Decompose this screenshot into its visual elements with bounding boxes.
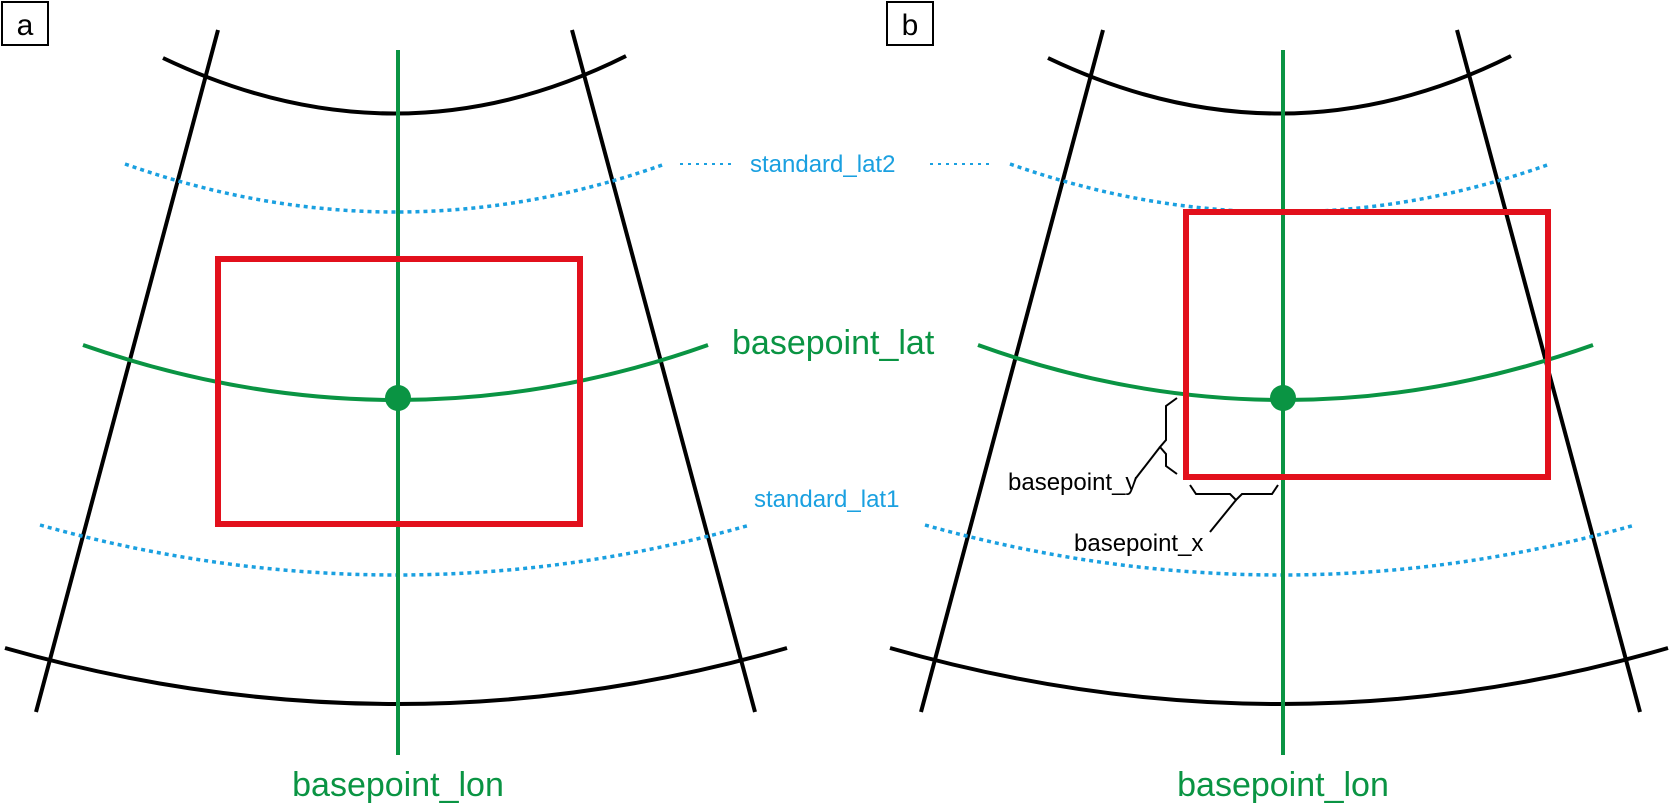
panel-a-parallel-top xyxy=(162,54,627,116)
panel-b-tag: b xyxy=(902,9,919,42)
panel-b-basepoint-x-leader xyxy=(1209,499,1237,533)
panel-a-standard-lat2-line xyxy=(124,162,666,214)
panel-b-basepoint-x-bracket xyxy=(1189,484,1279,502)
panel-b-standard-lat1-line xyxy=(924,523,1636,577)
panel-b-basepoint-y-leader xyxy=(1135,446,1161,479)
panel-b-standard-lat2-line xyxy=(1009,162,1551,214)
panel-b-basepoint-y-bracket xyxy=(1158,397,1178,475)
panel-b: b basepoint_y basepoint_x basepoint_lon xyxy=(886,1,1669,804)
panel-a-standard-lat1-line xyxy=(39,523,751,577)
panel-a-basepoint-lat-label: basepoint_lat xyxy=(732,324,935,362)
panel-b-basepoint-y-label: basepoint_y xyxy=(1008,469,1137,496)
panel-a-meridian-right xyxy=(570,29,757,713)
panel-a: a standard_lat2 basepoint_lat standard_l… xyxy=(1,1,935,804)
panel-a-meridian-left xyxy=(34,29,220,713)
panel-b-parallel-top xyxy=(1047,54,1512,116)
panel-b-domain-box xyxy=(1183,209,1551,480)
panel-b-tag-box xyxy=(886,1,934,46)
panel-b-meridian-left xyxy=(919,29,1105,713)
panel-a-domain-box xyxy=(215,256,583,527)
panel-a-basepoint-lon-label: basepoint_lon xyxy=(292,766,504,804)
panel-a-standard-lat1-label: standard_lat1 xyxy=(754,486,899,513)
panel-b-basepoint-dot xyxy=(1270,385,1296,411)
panel-a-tag-box xyxy=(1,1,49,46)
panel-a-standard-lat2-label: standard_lat2 xyxy=(750,151,895,178)
panel-a-tag: a xyxy=(17,9,34,42)
panel-b-basepoint-x-label: basepoint_x xyxy=(1074,530,1203,557)
panel-a-basepoint-dot xyxy=(385,385,411,411)
panel-b-basepoint-lon-label: basepoint_lon xyxy=(1177,766,1389,804)
panel-b-parallel-bottom xyxy=(889,646,1669,706)
